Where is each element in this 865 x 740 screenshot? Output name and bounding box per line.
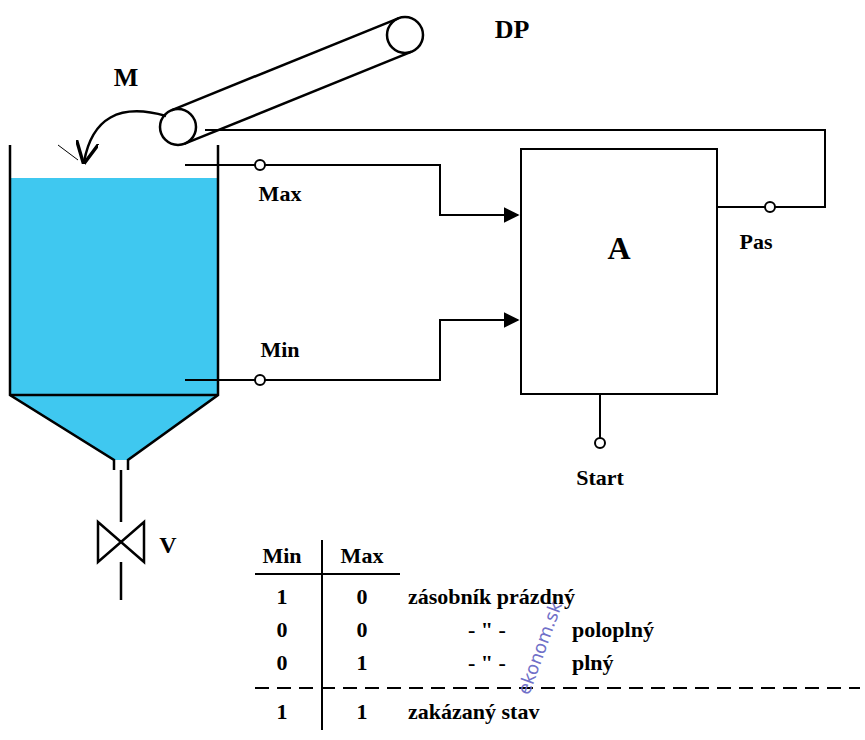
table-cell: 1 [277, 586, 288, 608]
tank [10, 145, 218, 600]
table-cell: poloplný [572, 619, 654, 641]
truth-table-lines [255, 540, 860, 730]
conveyor-belt [160, 17, 423, 145]
signal-name: Min [260, 339, 299, 361]
table-cell: plný [572, 652, 614, 674]
valve-symbol [98, 522, 144, 562]
table-cell: 0 [357, 586, 368, 608]
table-cell: 1 [357, 701, 368, 723]
watermark: ekonom.sk [515, 599, 565, 697]
table-cell: 0 [277, 619, 288, 641]
signal-name: Max [259, 183, 302, 205]
valve-label: V [159, 533, 176, 557]
material-arrow [84, 111, 166, 162]
box-label: A [607, 230, 630, 267]
pointer-line [58, 145, 78, 160]
signal-name: Pas [740, 231, 773, 253]
controller-box: A [520, 148, 718, 395]
signal-name: Start [576, 467, 624, 489]
conveyor-label: DP [495, 17, 530, 43]
table-cell: 0 [277, 652, 288, 674]
table-header: Max [341, 545, 384, 567]
table-cell: zakázaný stav [408, 701, 539, 723]
table-header: Min [262, 545, 301, 567]
table-cell: 0 [357, 619, 368, 641]
table-cell: - " - [468, 652, 506, 674]
table-cell: - " - [468, 619, 506, 641]
material-label: M [114, 65, 139, 91]
signal-wires [185, 130, 825, 448]
table-cell: 1 [277, 701, 288, 723]
table-cell: 1 [357, 652, 368, 674]
